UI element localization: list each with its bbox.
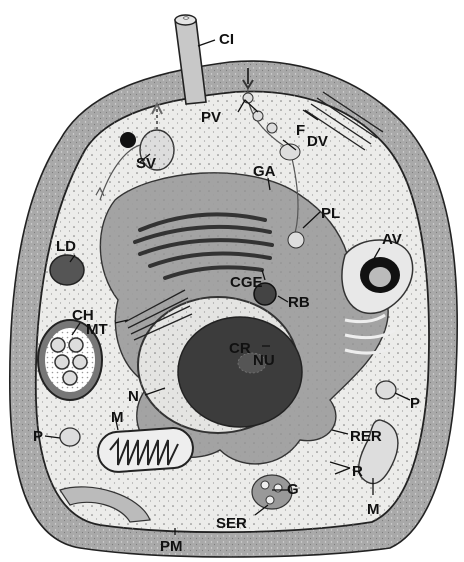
label-av: AV <box>382 231 402 248</box>
label-p-left: P <box>33 428 43 445</box>
label-p-right: P <box>410 395 420 412</box>
peroxisome-right <box>376 381 396 399</box>
label-pv: PV <box>201 109 221 126</box>
label-ld: LD <box>56 238 76 255</box>
label-m-left: M <box>111 409 124 426</box>
label-f: F <box>296 122 305 139</box>
label-rb: RB <box>288 294 310 311</box>
label-pl: PL <box>321 205 340 222</box>
label-ga: GA <box>253 163 276 180</box>
peroxisome-left <box>60 428 80 446</box>
label-cr: CR <box>229 340 251 357</box>
label-nu: NU <box>253 352 275 369</box>
label-ci: CI <box>219 31 234 48</box>
label-rer: RER <box>350 428 382 445</box>
label-cge: CGE <box>230 274 263 291</box>
label-m-right: M <box>367 501 380 518</box>
label-n: N <box>128 388 139 405</box>
label-g: G <box>287 481 299 498</box>
label-pm: PM <box>160 538 183 555</box>
mitochondrion-left <box>97 427 195 474</box>
smooth-endoplasmic-reticulum <box>252 475 292 509</box>
label-sv: SV <box>136 155 156 172</box>
label-r: R <box>352 463 363 480</box>
lipid-droplet <box>50 255 84 285</box>
label-dv: DV <box>307 133 328 150</box>
label-ser: SER <box>216 515 247 532</box>
label-mt: MT <box>86 321 108 338</box>
